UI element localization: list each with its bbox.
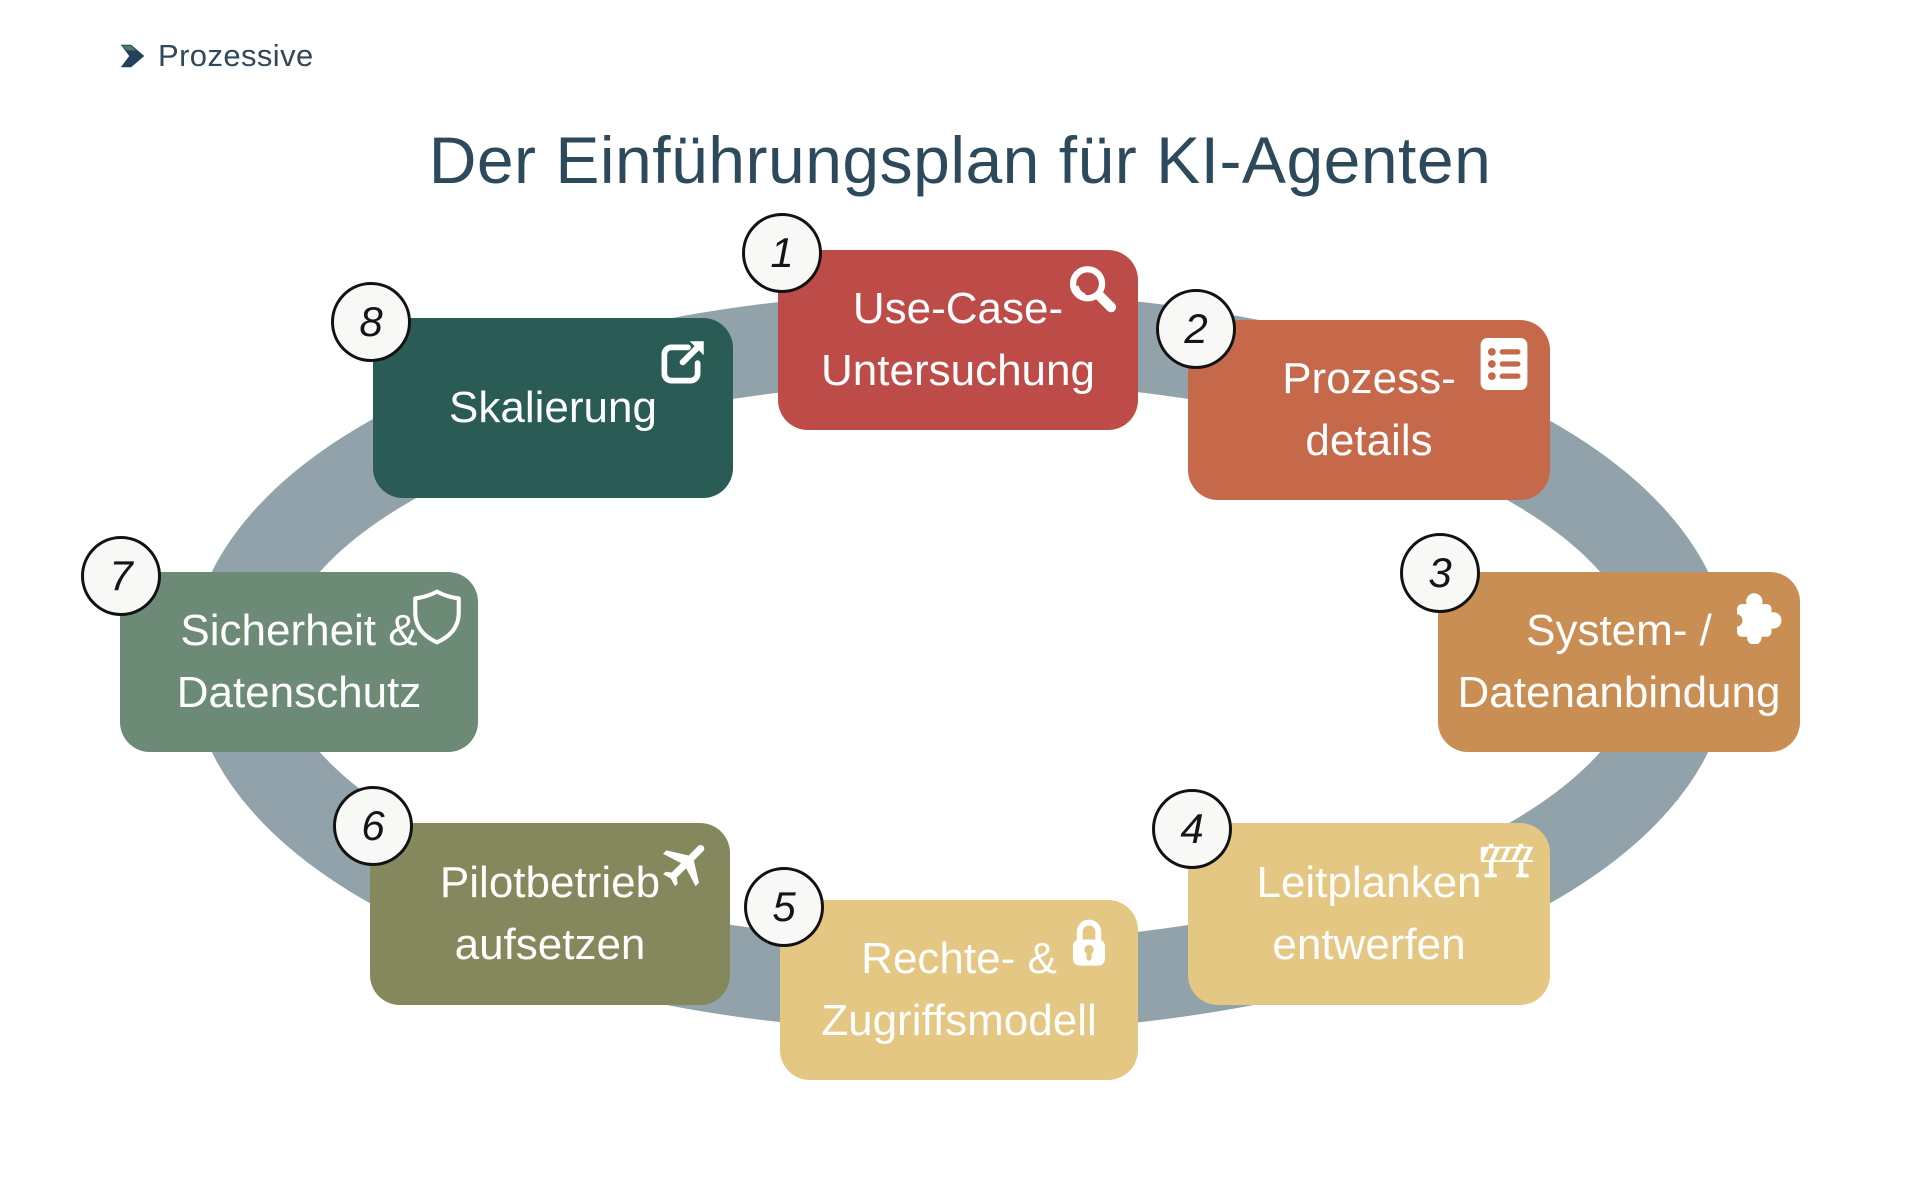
step-label-line: Rechte- &	[861, 934, 1057, 983]
step-badge-7: 7	[81, 536, 161, 616]
step-badge-6: 6	[333, 786, 413, 866]
magnifier-icon	[1064, 262, 1122, 320]
external-link-icon	[653, 336, 709, 392]
step-box-datenanbindung: System- / Datenanbindung	[1438, 572, 1800, 752]
step-box-zugriffsmodell: Rechte- & Zugriffsmodell	[780, 900, 1138, 1080]
step-box-skalierung: Skalierung	[373, 318, 733, 498]
logo-chevron-icon	[120, 44, 145, 68]
step-label-line: Sicherheit &	[180, 606, 418, 655]
step-badge-8: 8	[331, 282, 411, 362]
step-label-line: Datenschutz	[176, 668, 422, 717]
plane-icon	[658, 835, 716, 893]
list-icon	[1478, 336, 1530, 392]
step-label-line: Datenanbindung	[1457, 668, 1781, 717]
shield-icon	[408, 586, 466, 648]
step-label-line: entwerfen	[1272, 920, 1466, 969]
step-label-line: System- /	[1526, 606, 1712, 655]
step-badge-2: 2	[1156, 289, 1236, 369]
step-label-line: details	[1305, 416, 1433, 465]
step-box-prozessdetails: Prozess- details	[1188, 320, 1550, 500]
step-box-pilotbetrieb: Pilotbetrieb aufsetzen	[370, 823, 730, 1005]
step-badge-1: 1	[742, 213, 822, 293]
step-box-sicherheit: Sicherheit & Datenschutz	[120, 572, 478, 752]
step-box-use-case: Use-Case- Untersuchung	[778, 250, 1138, 430]
puzzle-icon	[1728, 586, 1786, 645]
barrier-icon	[1478, 841, 1536, 883]
lock-icon	[1062, 914, 1116, 970]
step-label-line: Leitplanken	[1256, 858, 1482, 907]
step-label-line: Zugriffsmodell	[821, 996, 1097, 1045]
logo-text: Prozessive	[158, 38, 314, 73]
step-label-line: Use-Case-	[852, 284, 1064, 333]
step-badge-4: 4	[1152, 789, 1232, 869]
step-box-leitplanken: Leitplanken entwerfen	[1188, 823, 1550, 1005]
step-label-line: Skalierung	[449, 383, 657, 432]
step-label-line: aufsetzen	[454, 920, 646, 969]
step-label-line: Pilotbetrieb	[439, 858, 661, 907]
step-label-line: Untersuchung	[821, 346, 1095, 395]
step-label-line: Prozess-	[1282, 354, 1456, 403]
step-badge-5: 5	[744, 867, 824, 947]
step-badge-3: 3	[1400, 533, 1480, 613]
logo: Prozessive	[118, 38, 314, 74]
page-title: Der Einführungsplan für KI-Agenten	[428, 123, 1492, 197]
